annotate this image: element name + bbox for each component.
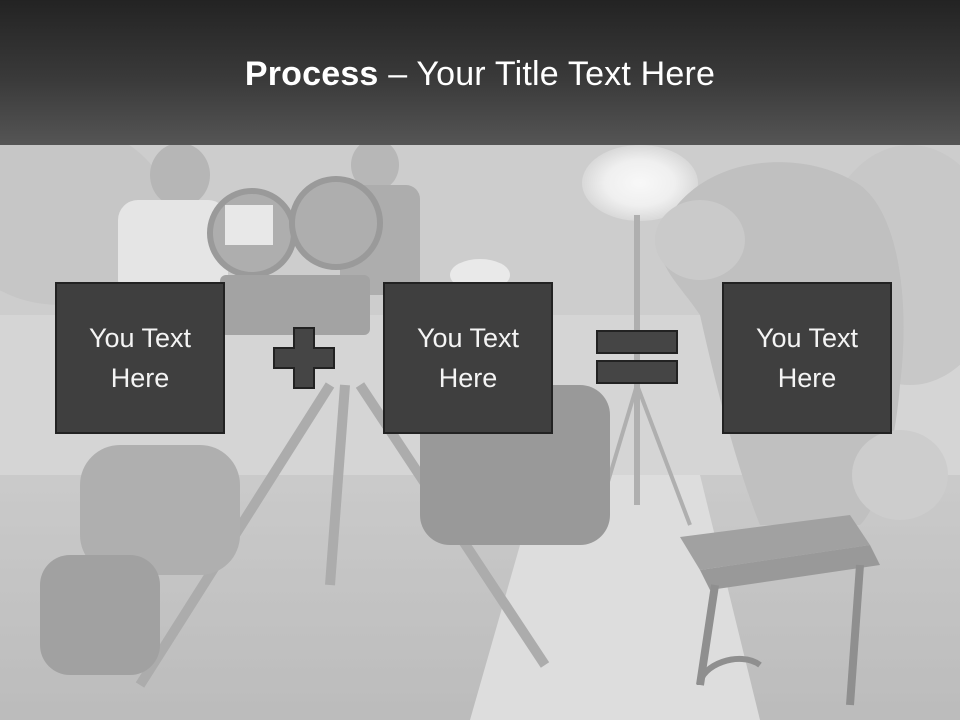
process-box-3-label: You Text Here: [755, 323, 859, 393]
process-box-3: You Text Here: [722, 282, 892, 434]
title-bar: Process – Your Title Text Here: [0, 0, 960, 145]
process-box-2-label: You Text Here: [416, 323, 520, 393]
title-bold-part: Process: [244, 55, 379, 93]
title-rest-part: – Your Title Text Here: [378, 55, 716, 93]
slide-title: Process – Your Title Text Here: [245, 55, 715, 94]
equals-icon: [596, 330, 678, 384]
process-box-1: You Text Here: [55, 282, 225, 434]
plus-icon: [273, 327, 335, 389]
process-box-2: You Text Here: [383, 282, 553, 434]
process-box-1-label: You Text Here: [88, 323, 192, 393]
